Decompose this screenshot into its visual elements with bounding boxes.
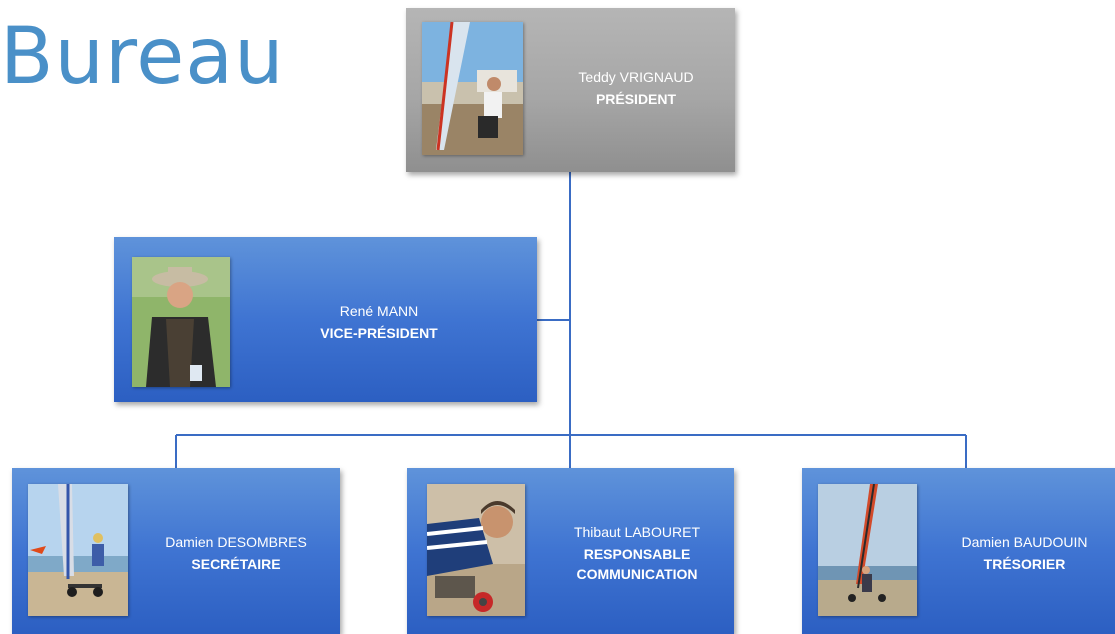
- treasurer-role: TRÉSORIER: [983, 556, 1066, 572]
- secretary-text: Damien DESOMBRES SECRÉTAIRE: [146, 513, 326, 593]
- president-role: PRÉSIDENT: [595, 91, 677, 107]
- communication-name: Thibaut LABOURET: [573, 523, 701, 540]
- vice-president-text: René MANN VICE-PRÉSIDENT: [284, 282, 474, 362]
- beach-sail-photo: [818, 484, 917, 616]
- page-title: Bureau: [0, 12, 285, 102]
- communication-box: Thibaut LABOURET RESPONSABLE COMMUNICATI…: [407, 468, 734, 634]
- mechanic-photo: [427, 484, 525, 616]
- windsurfer-photo: [422, 22, 523, 155]
- vice-president-box: René MANN VICE-PRÉSIDENT: [114, 237, 537, 402]
- treasurer-name: Damien BAUDOUIN: [961, 533, 1088, 550]
- secretary-name: Damien DESOMBRES: [165, 533, 307, 550]
- speed-sail-photo: [28, 484, 128, 616]
- communication-role: RESPONSABLE COMMUNICATION: [576, 545, 698, 583]
- communication-text: Thibaut LABOURET RESPONSABLE COMMUNICATI…: [547, 508, 727, 598]
- treasurer-box: Damien BAUDOUIN TRÉSORIER: [802, 468, 1115, 634]
- president-name: Teddy VRIGNAUD: [578, 68, 694, 85]
- vice-president-role: VICE-PRÉSIDENT: [320, 325, 438, 341]
- treasurer-text: Damien BAUDOUIN TRÉSORIER: [934, 513, 1115, 593]
- man-with-hat-photo: [132, 257, 230, 387]
- secretary-role: SECRÉTAIRE: [191, 556, 281, 572]
- secretary-box: Damien DESOMBRES SECRÉTAIRE: [12, 468, 340, 634]
- vice-president-name: René MANN: [339, 302, 419, 319]
- president-text: Teddy VRIGNAUD PRÉSIDENT: [541, 48, 731, 128]
- president-box: Teddy VRIGNAUD PRÉSIDENT: [406, 8, 735, 172]
